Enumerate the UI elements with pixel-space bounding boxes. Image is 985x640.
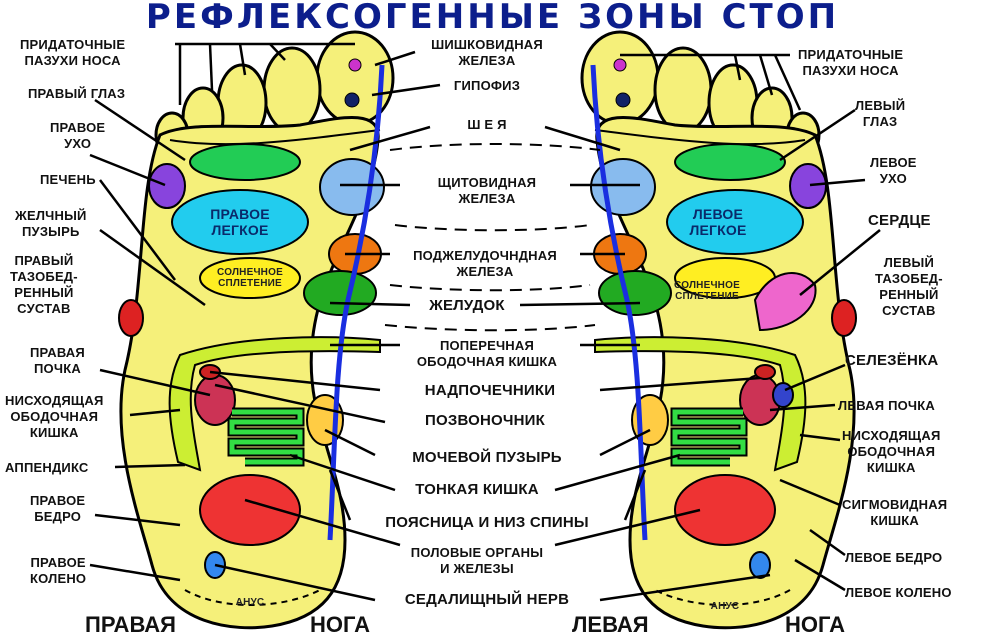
solar-plexus-left-label: СОЛНЕЧНОЕ СПЛЕТЕНИЕ <box>674 280 740 302</box>
label-thyroid: ЩИТОВИДНАЯ ЖЕЛЕЗА <box>437 175 537 206</box>
label-left-ear: ЛЕВОЕ УХО <box>870 155 917 186</box>
label-left-hip: ЛЕВЫЙ ТАЗОБЕД- РЕННЫЙ СУСТАВ <box>875 255 943 318</box>
label-right-thigh: ПРАВОЕ БЕДРО <box>30 493 86 524</box>
right-foot-caption-2: НОГА <box>310 612 370 637</box>
label-adrenals: НАДПОЧЕЧНИКИ <box>424 382 556 399</box>
zone-dividers <box>384 143 601 332</box>
label-sigmoid: СИГМОВИДНАЯ КИШКА <box>842 497 948 528</box>
anus-left-label: АНУС <box>710 601 740 612</box>
label-left-knee: ЛЕВОЕ КОЛЕНО <box>845 585 952 600</box>
label-neck: Ш Е Я <box>467 117 507 132</box>
left-foot-caption-1: ЛЕВАЯ <box>572 612 649 637</box>
label-small-intestine: ТОНКАЯ КИШКА <box>415 481 539 498</box>
label-sciatic-nerve: СЕДАЛИЩНЫЙ НЕРВ <box>404 591 570 608</box>
label-pituitary: ГИПОФИЗ <box>453 78 521 93</box>
label-right-hip: ПРАВЫЙ ТАЗОБЕД- РЕННЫЙ СУСТАВ <box>10 253 78 316</box>
label-left-colon: НИСХОДЯЩАЯ ОБОДОЧНАЯ КИШКА <box>842 428 941 475</box>
left-lung-label: ЛЕВОЕ ЛЕГКОЕ <box>689 206 747 238</box>
label-left-kidney: ЛЕВАЯ ПОЧКА <box>838 398 935 413</box>
label-spine: ПОЗВОНОЧНИК <box>425 412 545 429</box>
label-left-eye: ЛЕВЫЙ ГЛАЗ <box>855 98 906 129</box>
heart-zone <box>753 272 817 332</box>
label-bladder: МОЧЕВОЙ ПУЗЫРЬ <box>412 449 562 466</box>
label-pineal: ШИШКОВИДНАЯ ЖЕЛЕЗА <box>431 37 543 68</box>
label-heart: СЕРДЦЕ <box>868 212 931 229</box>
right-foot <box>119 32 393 628</box>
diagram-title: РЕФЛЕКСОГЕННЫЕ ЗОНЫ СТОП <box>145 0 840 37</box>
solar-plexus-right-label: СОЛНЕЧНОЕ СПЛЕТЕНИЕ <box>217 267 283 289</box>
leader-lines <box>89 42 881 602</box>
label-transverse-colon: ПОПЕРЕЧНАЯ ОБОДОЧНАЯ КИШКА <box>416 338 558 369</box>
label-right-kidney: ПРАВАЯ ПОЧКА <box>30 345 85 376</box>
left-foot-caption-2: НОГА <box>785 612 845 637</box>
label-genitals: ПОЛОВЫЕ ОРГАНЫ И ЖЕЛЕЗЫ <box>410 545 544 576</box>
label-lower-back: ПОЯСНИЦА И НИЗ СПИНЫ <box>385 514 589 531</box>
label-left-thigh: ЛЕВОЕ БЕДРО <box>845 550 943 565</box>
anus-right-label: АНУС <box>235 597 265 608</box>
right-foot-caption-1: ПРАВАЯ <box>85 612 176 637</box>
label-pancreas: ПОДЖЕЛУДОЧНДНАЯ ЖЕЛЕЗА <box>413 248 557 279</box>
label-liver: ПЕЧЕНЬ <box>40 172 96 187</box>
label-right-colon: НИСХОДЯЩАЯ ОБОДОЧНАЯ КИШКА <box>5 393 104 440</box>
label-stomach: ЖЕЛУДОК <box>429 297 505 314</box>
label-right-knee: ПРАВОЕ КОЛЕНО <box>30 555 87 586</box>
label-left-sinuses: ПРИДАТОЧНЫЕ ПАЗУХИ НОСА <box>798 47 904 78</box>
label-right-eye: ПРАВЫЙ ГЛАЗ <box>28 86 126 101</box>
right-lung-label: ПРАВОЕ ЛЕГКОЕ <box>210 206 270 238</box>
label-spleen: СЕЛЕЗЁНКА <box>845 352 939 369</box>
label-appendix: АППЕНДИКС <box>5 460 89 475</box>
label-right-ear: ПРАВОЕ УХО <box>50 120 106 151</box>
label-right-sinuses: ПРИДАТОЧНЫЕ ПАЗУХИ НОСА <box>20 37 126 68</box>
label-gallbladder: ЖЕЛЧНЫЙ ПУЗЫРЬ <box>15 208 87 239</box>
left-foot <box>582 32 856 628</box>
